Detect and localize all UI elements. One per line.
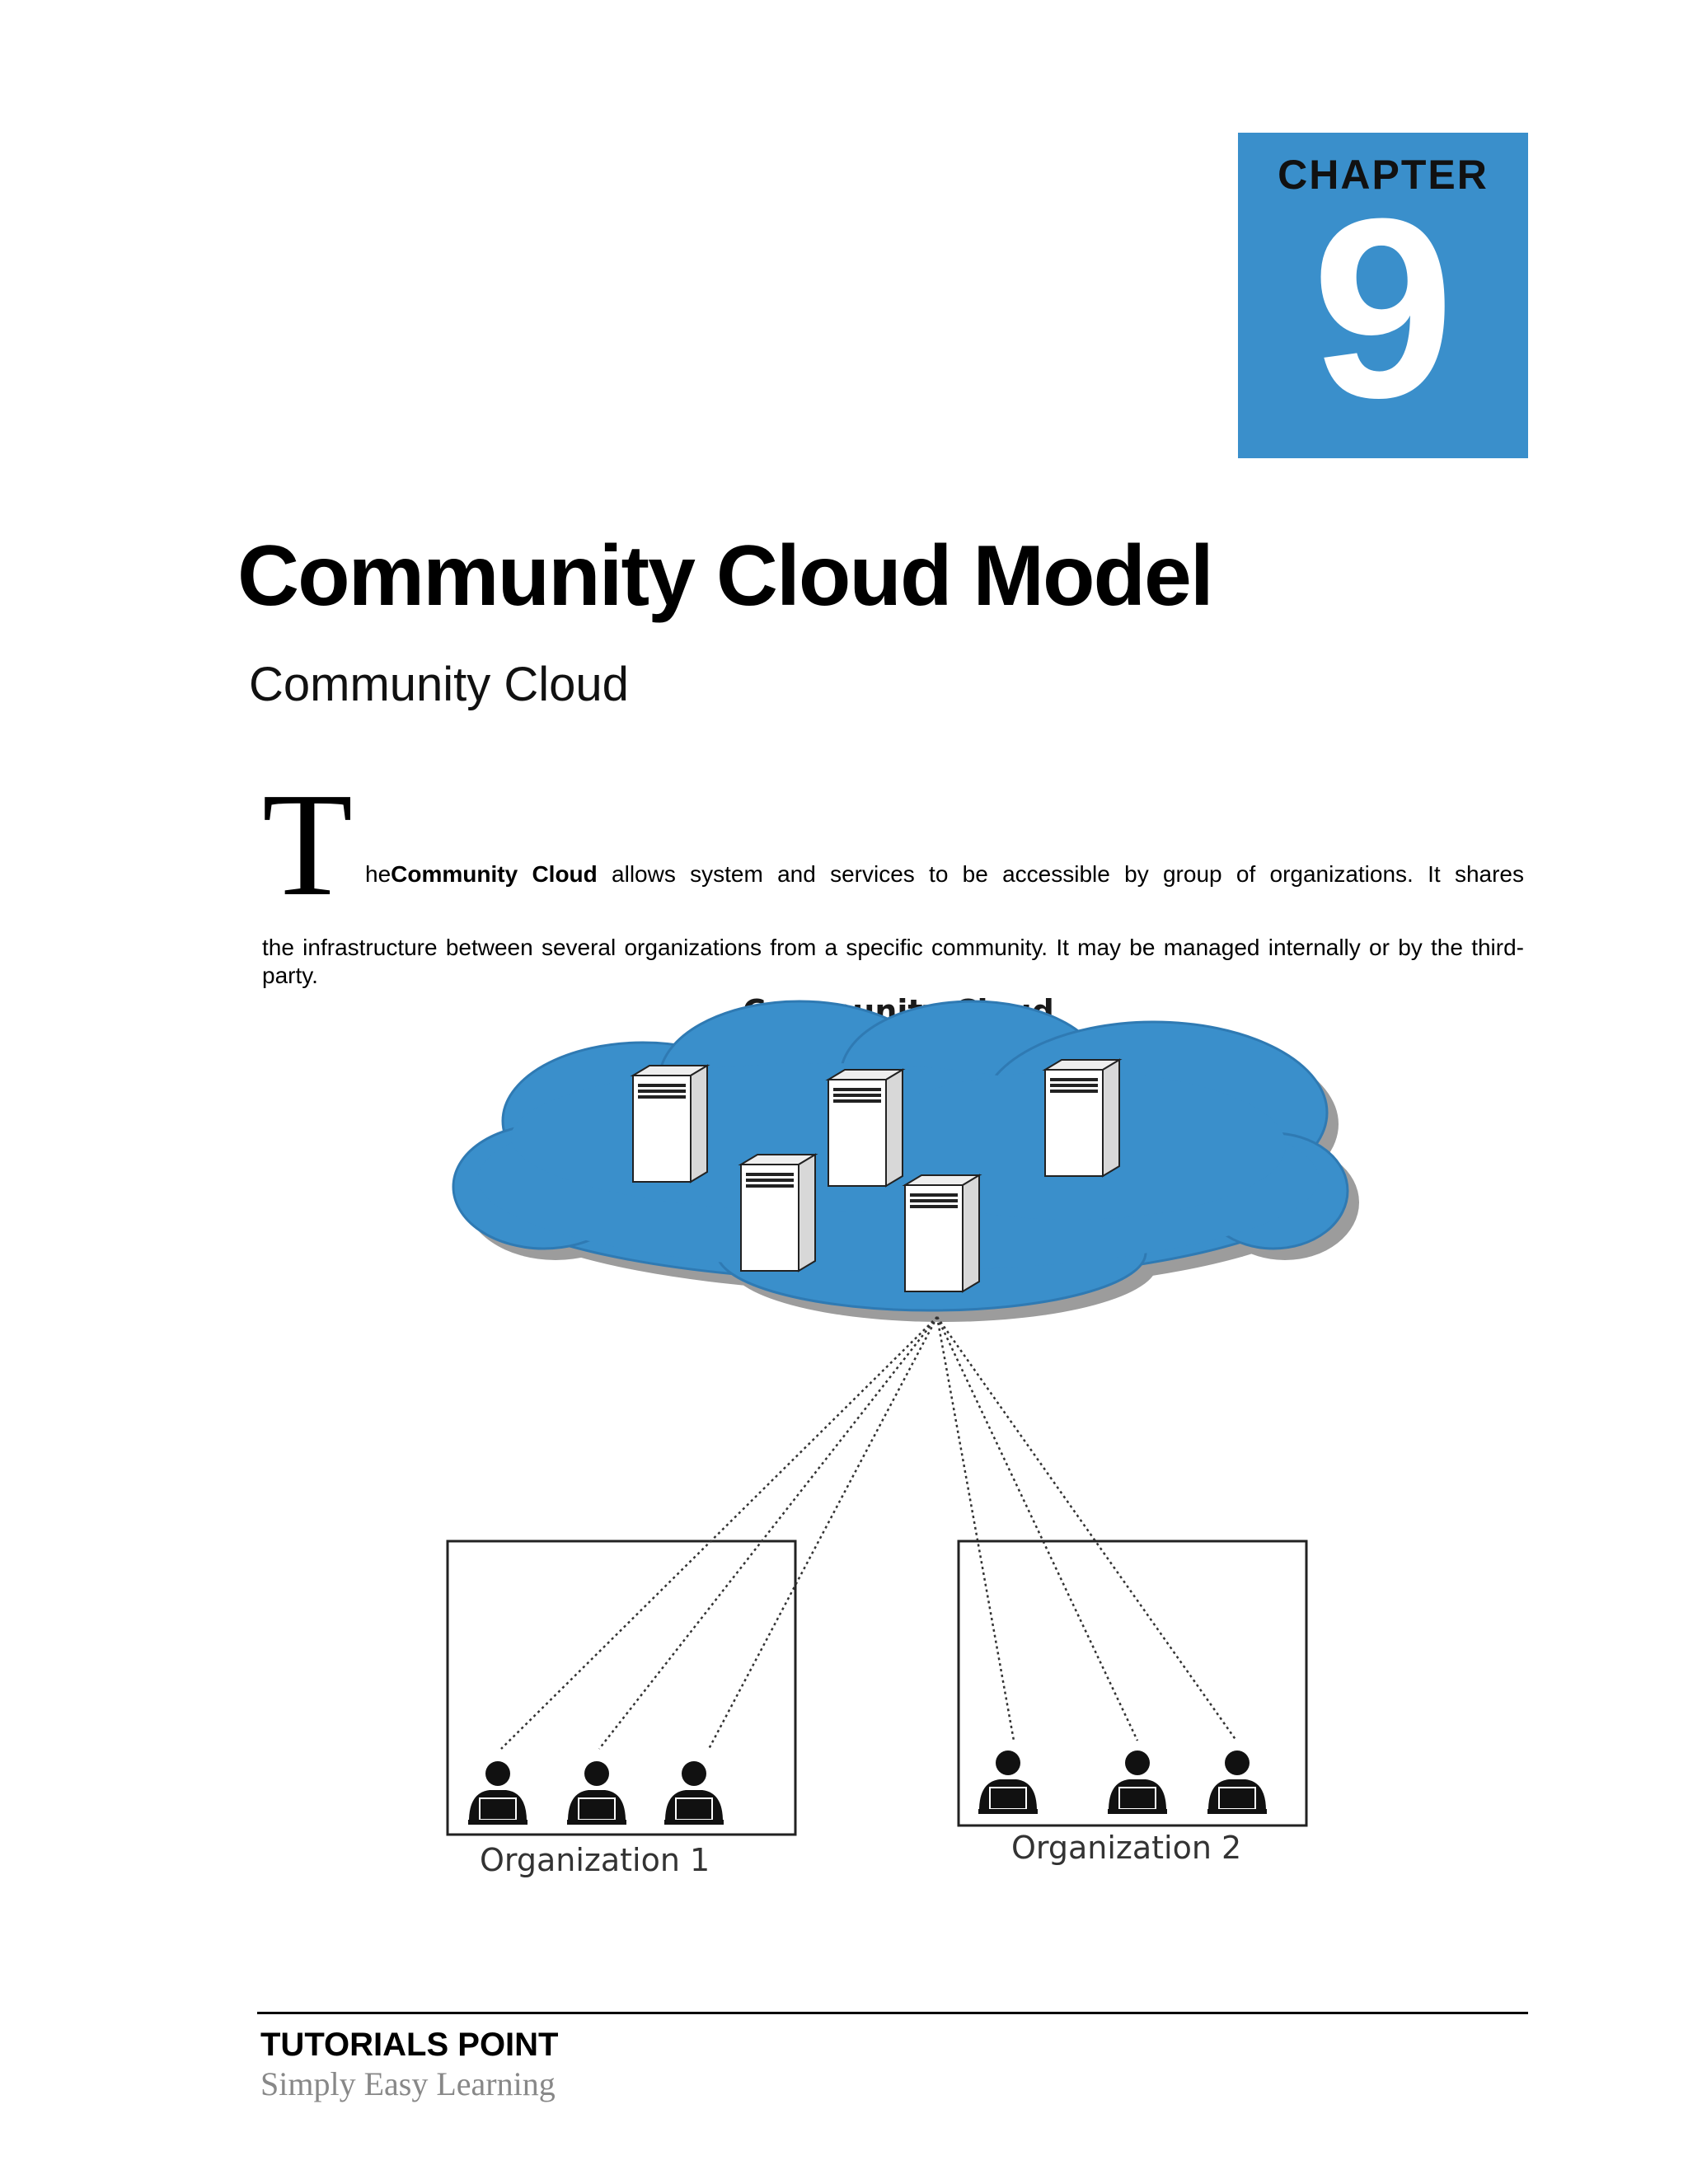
user-icon	[664, 1761, 724, 1825]
paragraph-first-line: heCommunity Cloud allows system and serv…	[365, 861, 1524, 888]
footer-tagline: Simply Easy Learning	[260, 2065, 556, 2102]
chapter-label: CHAPTER	[1278, 152, 1489, 198]
user-icon	[1108, 1750, 1167, 1814]
section-title: Community Cloud	[249, 658, 629, 711]
organization-1-box	[446, 1540, 797, 1836]
user-icon	[1207, 1750, 1267, 1814]
chapter-number: 9	[1311, 165, 1455, 451]
server-icon	[825, 1068, 906, 1188]
organization-2-box	[957, 1540, 1308, 1827]
server-icon	[738, 1153, 818, 1272]
connection-lines	[500, 1316, 1238, 1750]
paragraph-bold-term: Community Cloud	[391, 861, 598, 887]
server-icon	[1042, 1058, 1123, 1178]
user-icon	[468, 1761, 528, 1825]
community-cloud-diagram	[446, 1000, 1359, 1836]
user-icon	[978, 1750, 1038, 1814]
paragraph-continuation: the infrastructure between several organ…	[262, 935, 1524, 988]
paragraph-lead: he	[365, 861, 392, 887]
page-title: Community Cloud Model	[237, 528, 1214, 624]
organization-1-label: Organization 1	[480, 1842, 710, 1878]
paragraph-line1-rest: allows system and services to be accessi…	[597, 861, 1524, 887]
footer-divider	[257, 2012, 1528, 2014]
chapter-badge: CHAPTER 9	[1238, 133, 1528, 458]
organization-2-label: Organization 2	[1011, 1830, 1242, 1866]
drop-cap: T	[262, 762, 353, 926]
server-icon	[630, 1064, 710, 1183]
user-icon	[567, 1761, 626, 1825]
server-icon	[902, 1174, 982, 1293]
footer-brand: TUTORIALS POINT	[260, 2027, 559, 2063]
